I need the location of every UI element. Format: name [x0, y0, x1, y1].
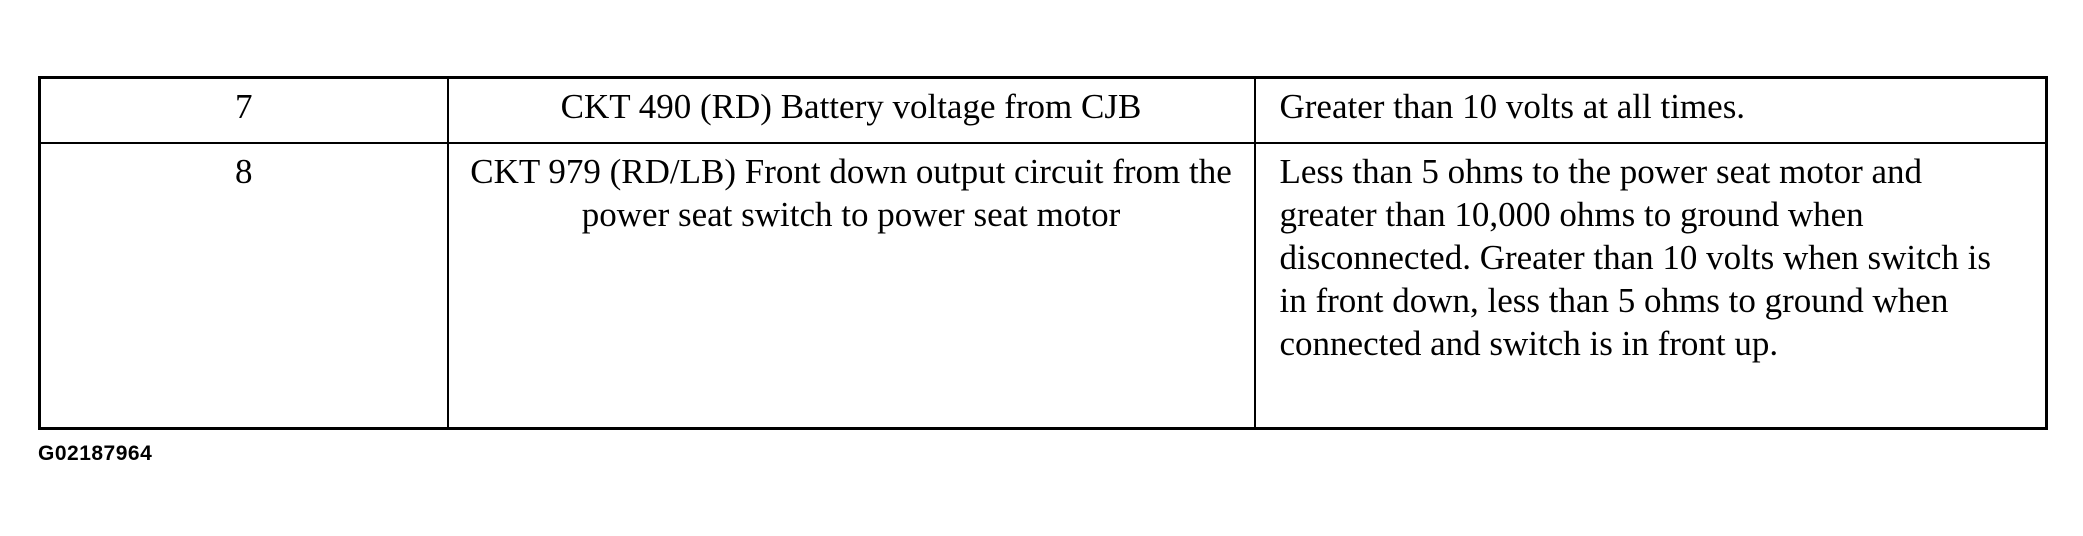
circuit-description-cell: CKT 490 (RD) Battery voltage from CJB [446, 76, 1256, 144]
circuit-description-cell: CKT 979 (RD/LB) Front down output circui… [446, 142, 1256, 430]
figure-id-label: G02187964 [38, 442, 153, 465]
expected-result-cell: Less than 5 ohms to the power seat motor… [1253, 142, 2048, 430]
step-number-cell: 8 [38, 142, 449, 430]
circuit-test-table: 7 CKT 490 (RD) Battery voltage from CJB … [38, 76, 2048, 430]
step-number-cell: 7 [38, 76, 449, 144]
table-row: 8 CKT 979 (RD/LB) Front down output circ… [38, 142, 2048, 430]
table-row: 7 CKT 490 (RD) Battery voltage from CJB … [38, 76, 2048, 144]
expected-result-cell: Greater than 10 volts at all times. [1253, 76, 2048, 144]
